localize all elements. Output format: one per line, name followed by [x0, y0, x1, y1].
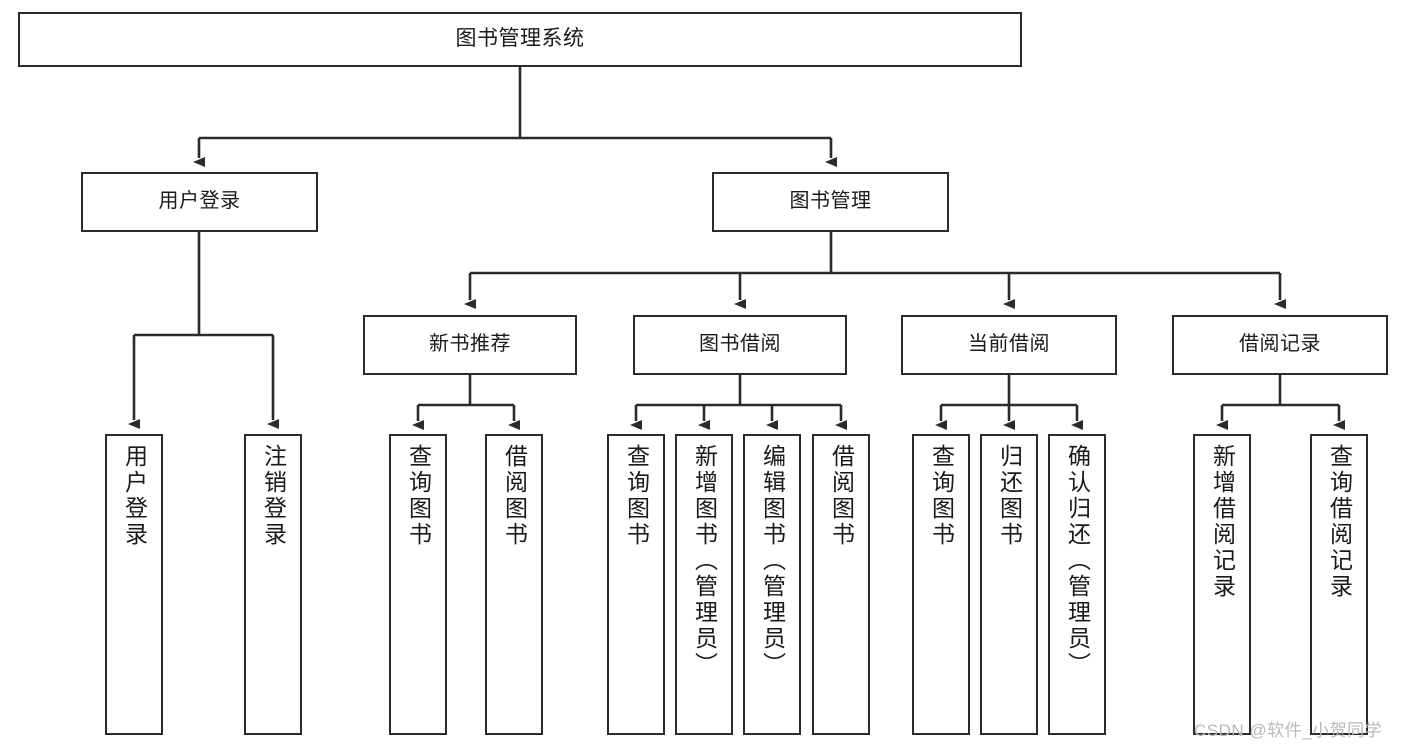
node-label: 查询图书: [928, 444, 955, 548]
leaf-user-login-login[interactable]: 用户登录: [105, 434, 163, 735]
node-root-system[interactable]: 图书管理系统: [18, 12, 1022, 67]
node-label: 新增图书（管理员）: [691, 444, 718, 678]
node-label: 用户登录: [121, 444, 148, 548]
node-borrow-record[interactable]: 借阅记录: [1172, 315, 1388, 375]
node-label: 图书借阅: [699, 333, 781, 356]
leaf-user-login-logout[interactable]: 注销登录: [244, 434, 302, 735]
node-label: 当前借阅: [968, 333, 1050, 356]
leaf-record-query-record[interactable]: 查询借阅记录: [1310, 434, 1368, 735]
leaf-record-add-record[interactable]: 新增借阅记录: [1193, 434, 1251, 735]
leaf-recommend-query-book[interactable]: 查询图书: [389, 434, 447, 735]
node-user-login[interactable]: 用户登录: [81, 172, 318, 232]
node-current-borrow[interactable]: 当前借阅: [901, 315, 1117, 375]
node-label: 借阅图书: [501, 444, 528, 548]
leaf-borrow-borrow-book[interactable]: 借阅图书: [812, 434, 870, 735]
node-label: 查询借阅记录: [1326, 444, 1353, 600]
node-label: 编辑图书（管理员）: [759, 444, 786, 678]
leaf-borrow-edit-book-admin[interactable]: 编辑图书（管理员）: [743, 434, 801, 735]
node-label: 查询图书: [405, 444, 432, 548]
node-book-management[interactable]: 图书管理: [712, 172, 949, 232]
node-book-borrow[interactable]: 图书借阅: [633, 315, 847, 375]
leaf-current-query-book[interactable]: 查询图书: [912, 434, 970, 735]
node-label: 图书管理: [789, 190, 872, 213]
csdn-watermark: CSDN @软件_小贺同学: [1194, 721, 1383, 740]
leaf-current-return-book[interactable]: 归还图书: [980, 434, 1038, 735]
node-label: 查询图书: [623, 444, 650, 548]
node-label: 新增借阅记录: [1209, 444, 1236, 600]
leaf-current-confirm-return-admin[interactable]: 确认归还（管理员）: [1048, 434, 1106, 735]
node-label: 借阅记录: [1239, 333, 1321, 356]
leaf-borrow-add-book-admin[interactable]: 新增图书（管理员）: [675, 434, 733, 735]
node-label: 注销登录: [260, 444, 287, 548]
node-label: 归还图书: [996, 444, 1023, 548]
node-label: 确认归还（管理员）: [1064, 444, 1091, 678]
node-label: 图书管理系统: [455, 27, 585, 51]
node-label: 用户登录: [158, 190, 241, 213]
node-label: 新书推荐: [429, 333, 511, 356]
node-label: 借阅图书: [828, 444, 855, 548]
node-new-book-recommend[interactable]: 新书推荐: [363, 315, 577, 375]
leaf-recommend-borrow-book[interactable]: 借阅图书: [485, 434, 543, 735]
leaf-borrow-query-book[interactable]: 查询图书: [607, 434, 665, 735]
